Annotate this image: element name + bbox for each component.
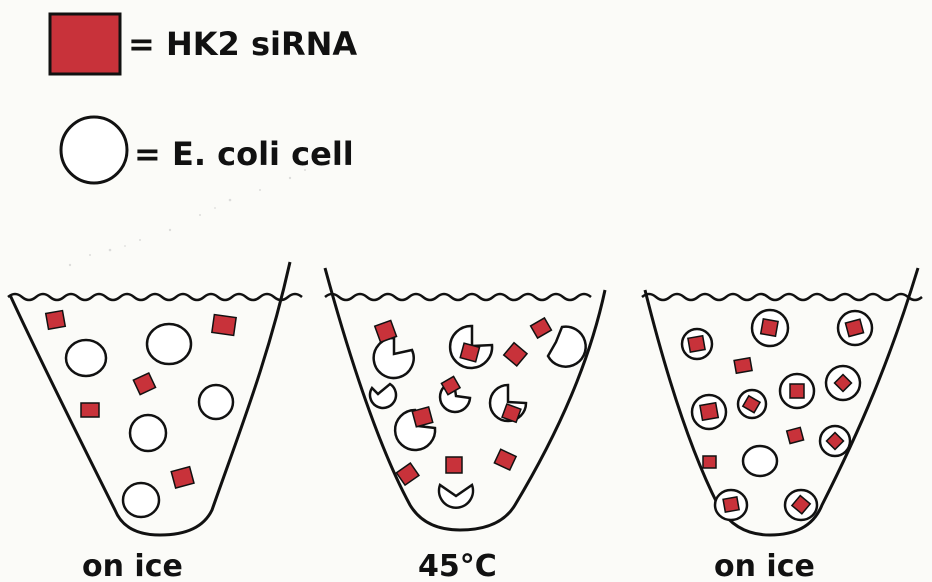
tube-3-outline [645, 268, 918, 535]
tube-1-cells [66, 324, 233, 517]
sirna-square [133, 373, 155, 395]
sirna-square [494, 449, 516, 470]
open-ecoli-cell [374, 338, 414, 378]
sirna-square [446, 457, 462, 473]
sirna-square [845, 319, 863, 336]
sirna-square [46, 311, 66, 330]
open-ecoli-cell [439, 485, 473, 508]
open-ecoli-cell [548, 327, 586, 367]
tube-3-sirna [688, 319, 864, 514]
sirna-square [761, 319, 778, 336]
sirna-square [703, 456, 716, 468]
speckle-smudge [69, 169, 306, 266]
ecoli-cell [66, 340, 106, 376]
open-ecoli-cell [370, 384, 396, 408]
tube-2: 45°C [325, 268, 605, 582]
sirna-square [734, 358, 752, 374]
tube-2-liquid-surface [325, 294, 591, 300]
cell-legend-label: = E. coli cell [134, 135, 354, 173]
sirna-square [81, 403, 99, 417]
tube-1-liquid-surface [8, 294, 302, 300]
sirna-square [212, 315, 236, 336]
legend: = HK2 siRNA = E. coli cell [50, 14, 357, 183]
tube-2-label: 45°C [418, 549, 497, 582]
sirna-square [531, 318, 552, 338]
sirna-legend-swatch [50, 14, 120, 74]
sirna-square [504, 343, 527, 366]
sirna-square [790, 384, 804, 398]
ecoli-cell [199, 385, 233, 419]
sirna-square [700, 403, 718, 421]
sirna-square [171, 467, 194, 488]
sirna-square [688, 336, 705, 352]
ecoli-cell [130, 415, 166, 451]
sirna-square [460, 343, 479, 362]
tube-3-liquid-surface [642, 294, 922, 300]
tube-1-label: on ice [82, 549, 183, 582]
sirna-square [412, 407, 433, 427]
tube-3-label: on ice [714, 549, 815, 582]
ecoli-cell [123, 483, 159, 517]
sirna-legend-label: = HK2 siRNA [128, 25, 357, 63]
ecoli-cell [147, 324, 191, 364]
cell-legend-swatch [61, 117, 127, 183]
sirna-square [723, 497, 739, 512]
tube-1: on ice [8, 262, 302, 582]
ecoli-cell [743, 446, 777, 476]
tube-3: on ice [642, 268, 922, 582]
sirna-square [787, 427, 804, 443]
